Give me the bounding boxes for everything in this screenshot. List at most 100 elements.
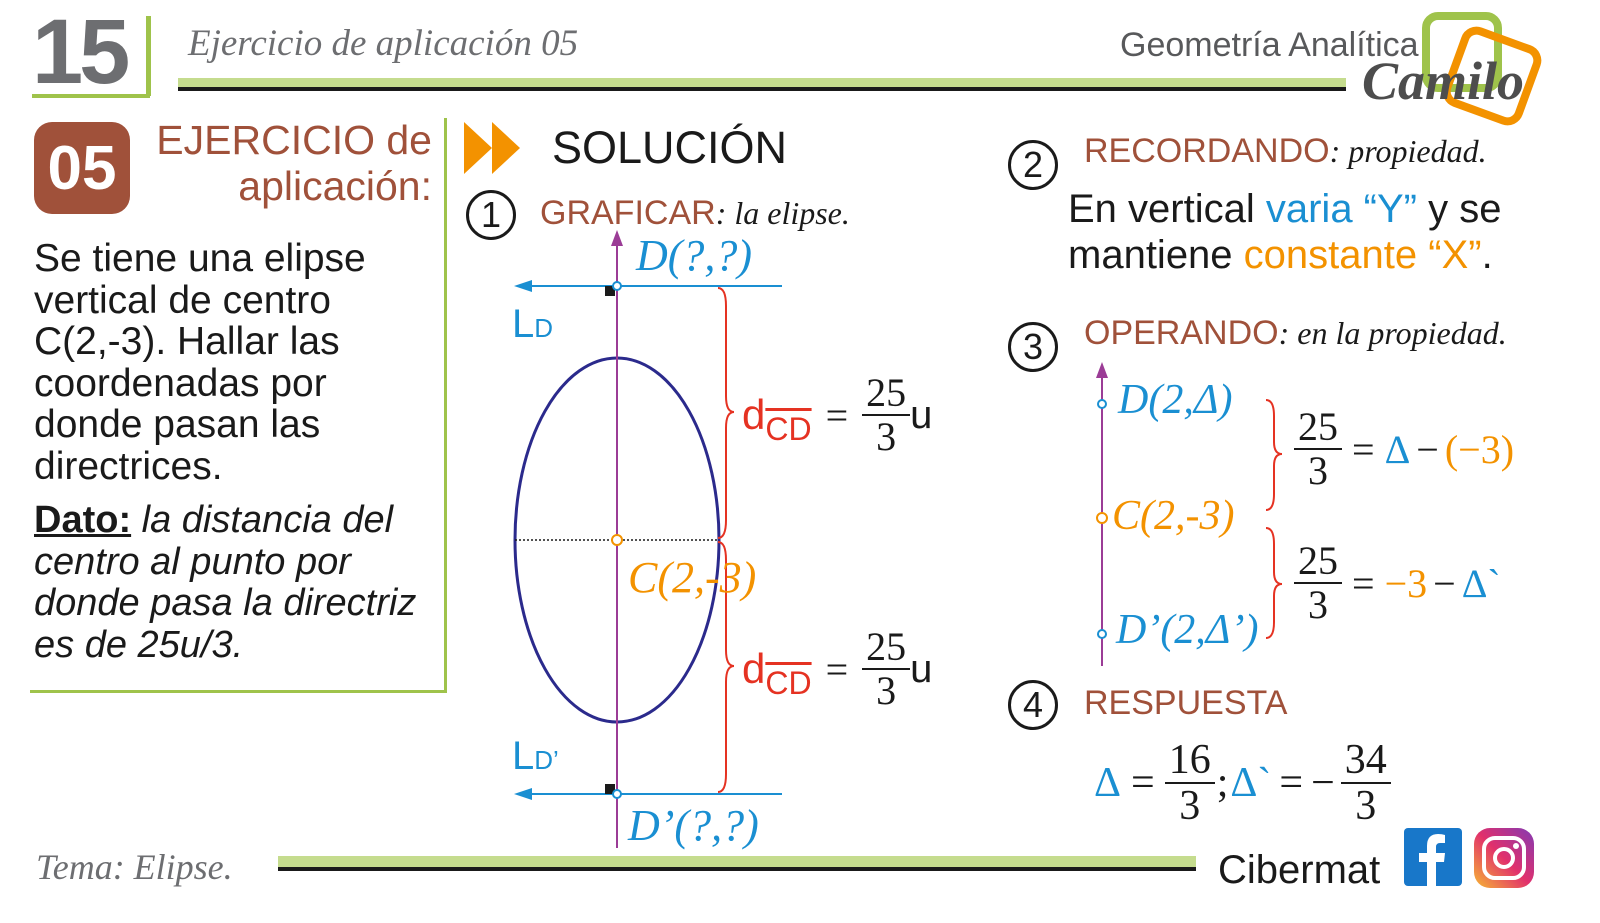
answer-num2: 34 [1340, 738, 1391, 784]
camilo-logo: Camilo [1356, 8, 1546, 128]
answer-eq2: = [1279, 760, 1304, 806]
point-d [612, 281, 622, 291]
page-number-divider [146, 16, 151, 96]
footer-rule [278, 856, 1196, 871]
directrix-top-sub: D [534, 313, 554, 343]
facebook-icon[interactable] [1404, 828, 1462, 886]
remember-text: En vertical varia “Y” y se mantiene cons… [1068, 186, 1568, 278]
graph-directrix-top: LD [512, 302, 553, 347]
exercise-heading-line2: aplicación: [238, 163, 432, 209]
answer-sep: ; [1216, 760, 1229, 806]
right-angle-bottom [605, 784, 615, 794]
remember-part1: En vertical [1068, 187, 1266, 231]
subject-label: Geometría Analítica [1120, 26, 1419, 64]
dist-bottom-den: 3 [876, 668, 897, 713]
exercise-badge: 05 [34, 122, 130, 214]
operating-diagram [1096, 362, 1283, 666]
page-title: Ejercicio de aplicación 05 [188, 23, 579, 64]
remember-part3: y se mantiene [1068, 187, 1502, 277]
op-point-d-prime [1097, 629, 1107, 639]
dist-top-sub: CD [765, 410, 812, 447]
dist-top-num: 25 [862, 372, 911, 416]
step1-sub: : la elipse. [715, 195, 850, 231]
ellipse-graph [513, 230, 782, 848]
eq2-rhs: Δ` [1461, 560, 1501, 606]
step2-number: 2 [1008, 140, 1058, 190]
exercise-heading: EJERCICIO de aplicación: [148, 117, 432, 209]
header-rule [178, 78, 1346, 91]
directrix-top-letter: L [512, 302, 535, 346]
answer-var1: Δ [1094, 760, 1122, 806]
footer-theme: Tema: Elipse. [36, 847, 233, 887]
step3-heading: OPERANDO: en la propiedad. [1084, 314, 1507, 353]
operating-axis-arrow [1096, 362, 1108, 378]
dist-bottom-num: 25 [862, 626, 911, 670]
instagram-icon[interactable] [1474, 828, 1534, 888]
dist-top-unit: u [910, 392, 933, 437]
answer-neg: − [1311, 760, 1335, 806]
exercise-panel [30, 118, 447, 693]
eq2-eq: = [1352, 560, 1375, 606]
step4-label: RESPUESTA [1084, 684, 1288, 722]
graph-directrix-bottom: LD’ [512, 734, 559, 779]
step2-sub: : propiedad. [1329, 133, 1487, 169]
step2-heading: RECORDANDO: propiedad. [1084, 132, 1487, 171]
step3-label: OPERANDO [1084, 314, 1279, 352]
solution-title: SOLUCIÓN [552, 122, 788, 173]
eq1-den: 3 [1308, 448, 1328, 493]
page-number: 15 [32, 1, 130, 103]
directrix-top-arrow [514, 280, 532, 292]
eq2-minus: − [1433, 560, 1456, 606]
op-brace-bottom [1265, 527, 1283, 639]
brace-top [717, 287, 735, 539]
play-arrows-icon [462, 120, 530, 181]
step1-number: 1 [466, 190, 516, 240]
step1-label: GRAFICAR [540, 194, 716, 232]
op-brace-top [1265, 399, 1283, 511]
brace-bottom [717, 541, 735, 793]
step2-label: RECORDANDO [1084, 132, 1330, 170]
dist-bottom-eq: = [825, 646, 849, 692]
graph-point-d: D(?,?) [636, 231, 753, 280]
eq1-num: 25 [1294, 406, 1342, 450]
graph-point-d-prime: D’(?,?) [628, 801, 759, 850]
dist-top-symbol: d [742, 391, 766, 438]
step1-heading: GRAFICAR: la elipse. [540, 194, 850, 233]
logo-frame-icon [1422, 12, 1542, 126]
directrix-bottom-letter: L [512, 734, 535, 778]
exercise-heading-line1: EJERCICIO de [156, 117, 432, 163]
exercise-statement: Se tiene una elipse vertical de centro C… [34, 237, 366, 488]
step3-sub: : en la propiedad. [1278, 315, 1507, 351]
step3-number: 3 [1008, 322, 1058, 372]
exercise-dato: Dato: la distancia del centro al punto p… [34, 499, 444, 666]
remember-part4: constante “X” [1243, 233, 1482, 277]
answer-var2: Δ` [1230, 760, 1272, 806]
remember-part2: varia “Y” [1265, 187, 1417, 231]
answer-num1: 16 [1164, 738, 1215, 784]
op-label-d-prime: D’(2,Δ’) [1116, 607, 1259, 653]
remember-part5: . [1481, 233, 1493, 277]
answer-eq1: = [1131, 760, 1155, 806]
dato-label: Dato: [34, 499, 132, 541]
eq2-den: 3 [1308, 582, 1328, 627]
page-number-underline [32, 94, 150, 98]
eq1-lhs: Δ [1384, 426, 1411, 472]
eq1-rhs: (−3) [1444, 426, 1515, 472]
op-label-d: D(2,Δ) [1118, 377, 1233, 423]
axis-arrow [611, 230, 623, 246]
dist-top-den: 3 [876, 414, 897, 459]
point-d-prime [612, 789, 622, 799]
eq1-minus: − [1416, 426, 1439, 472]
dist-top-eq: = [825, 392, 849, 438]
eq1-eq: = [1352, 426, 1375, 472]
answer-den2: 3 [1355, 783, 1377, 829]
step4-number: 4 [1008, 680, 1058, 730]
